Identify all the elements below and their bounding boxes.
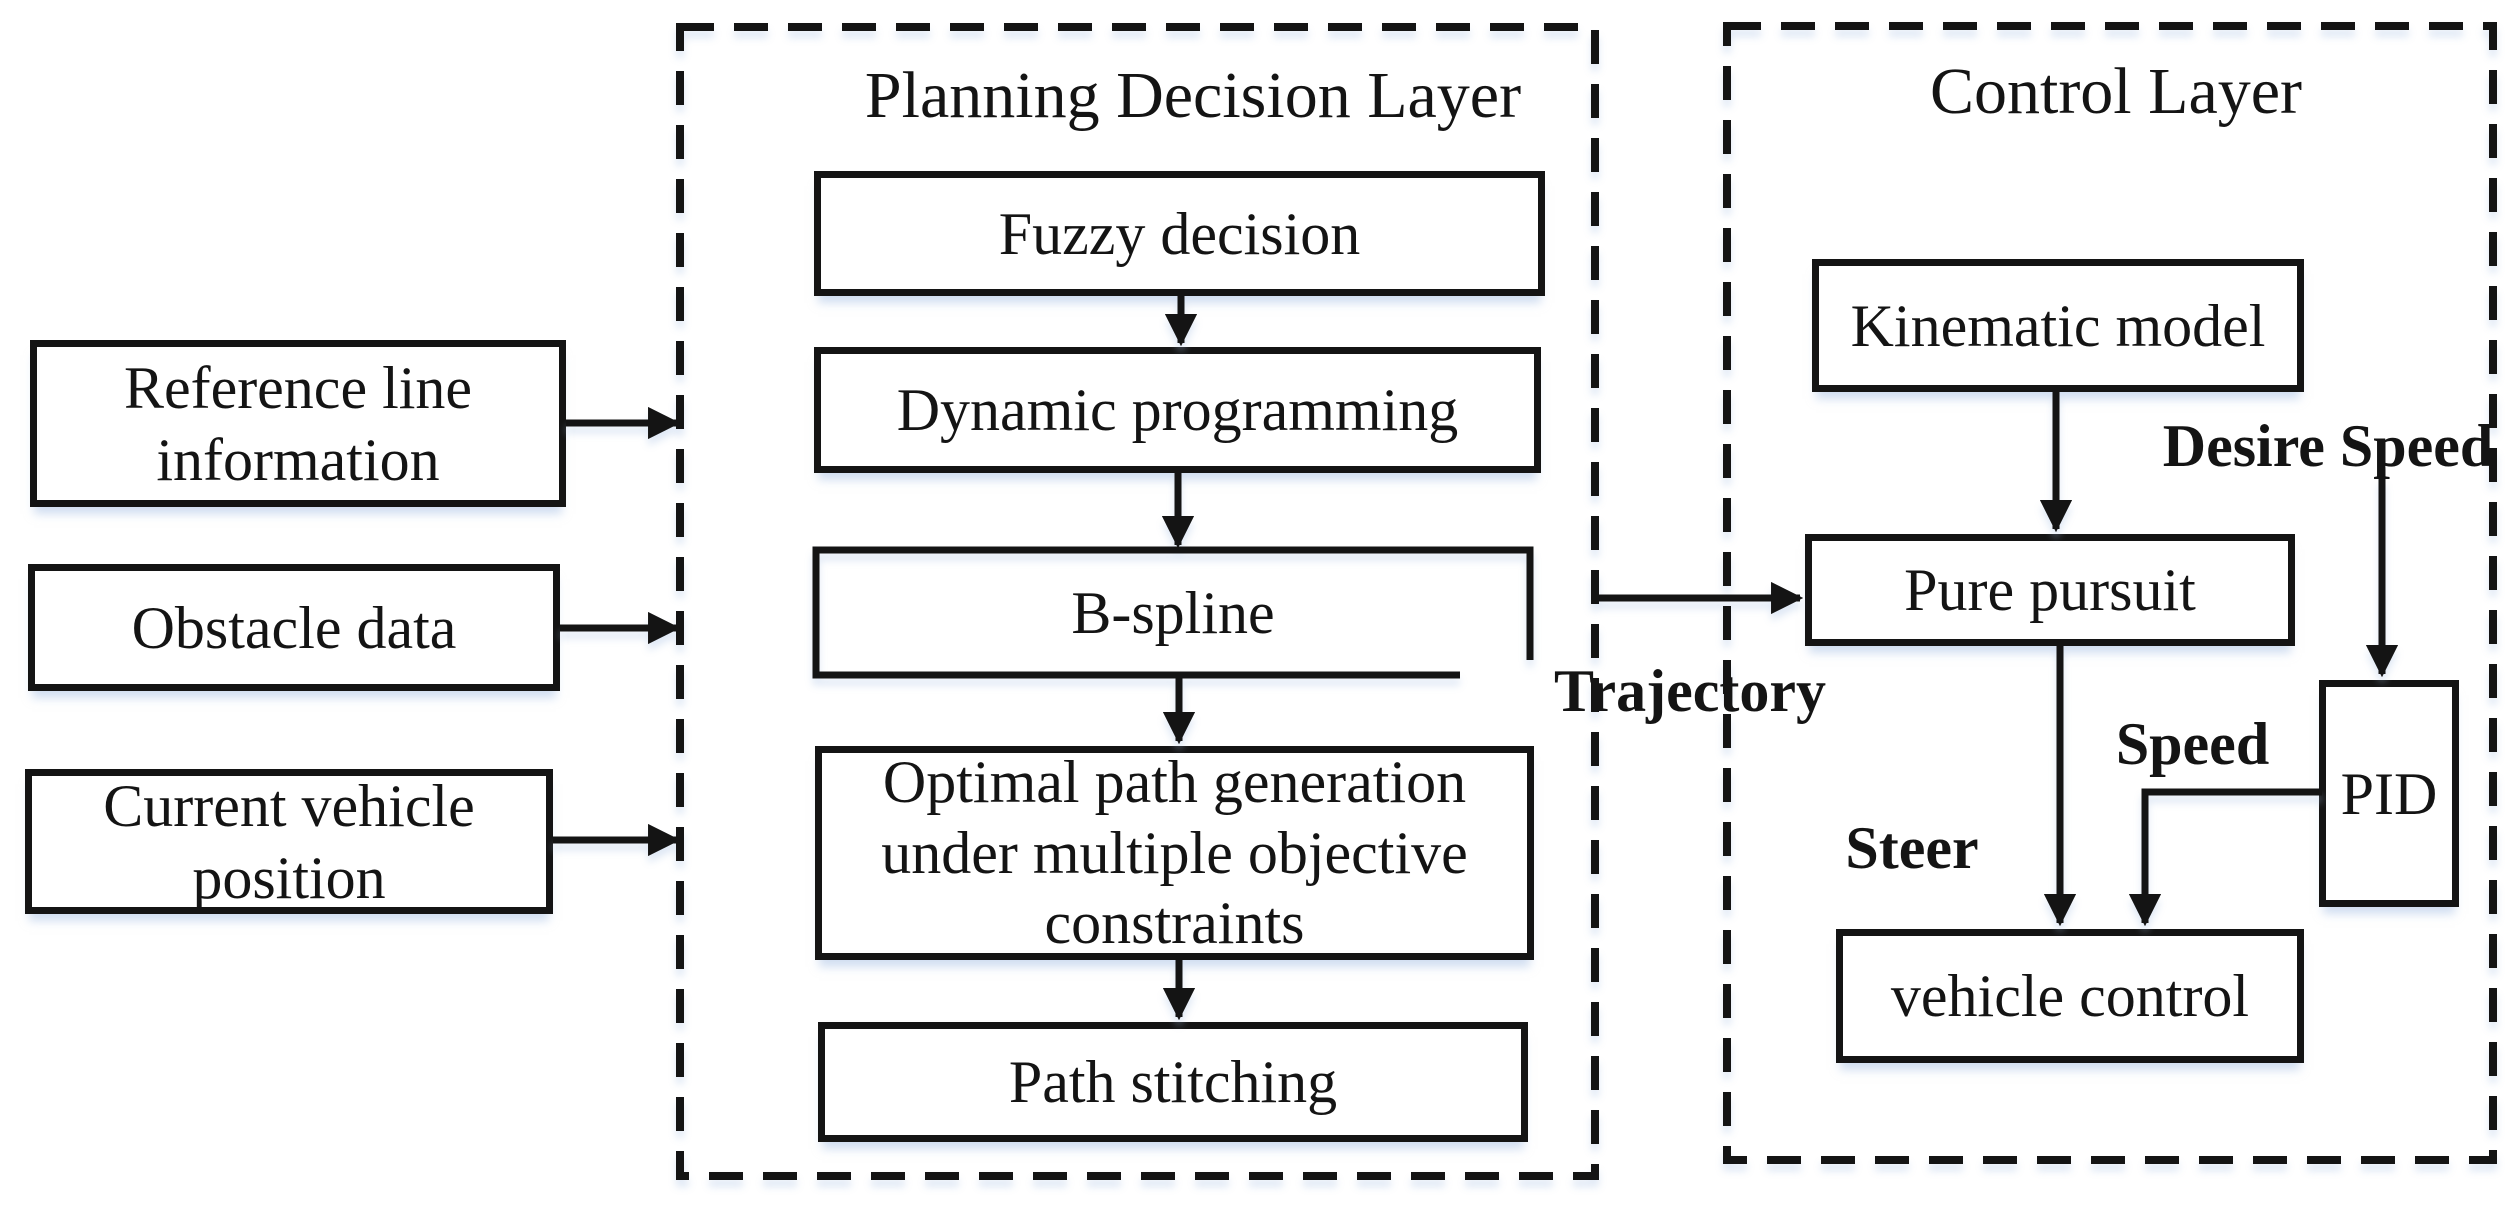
box-current-vehicle-position: Current vehicle position: [25, 769, 553, 914]
box-b-spline: B-spline: [1071, 579, 1275, 646]
box-pid: PID: [2319, 680, 2459, 907]
box-reference-line-information: Reference line information: [30, 340, 566, 507]
planning-layer-title: Planning Decision Layer: [864, 59, 1522, 132]
label-desire-speed: Desire Speed: [2162, 413, 2494, 479]
control-layer-title: Control Layer: [1929, 55, 2303, 128]
box-optimal-path-generation: Optimal path generation under multiple o…: [815, 746, 1534, 960]
box-kinematic-model: Kinematic model: [1812, 259, 2304, 392]
box-obstacle-data: Obstacle data: [28, 564, 560, 691]
box-vehicle-control: vehicle control: [1836, 929, 2304, 1063]
box-pure-pursuit: Pure pursuit: [1805, 534, 2295, 646]
box-dynamic-programming: Dynamic programming: [814, 347, 1541, 473]
label-trajectory: Trajectory: [1553, 658, 1827, 724]
box-fuzzy-decision: Fuzzy decision: [814, 171, 1545, 296]
label-steer: Steer: [1845, 815, 1979, 881]
box-path-stitching: Path stitching: [818, 1022, 1528, 1142]
label-speed: Speed: [2115, 711, 2270, 777]
arrow-pid-speed-to-vehicle-control: [2128, 788, 2322, 927]
